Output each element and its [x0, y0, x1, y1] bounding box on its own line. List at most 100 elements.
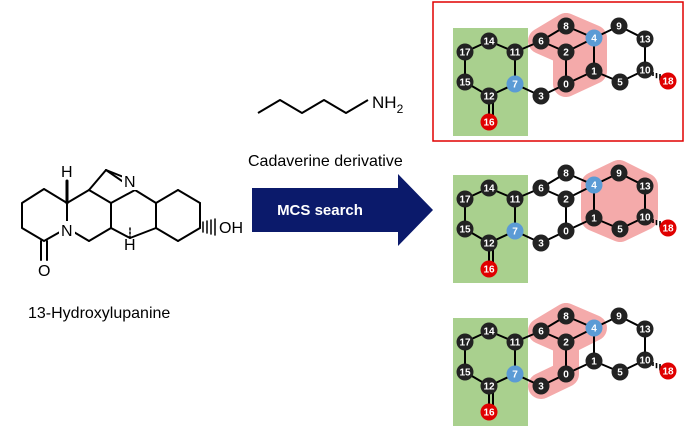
atom-node-15 — [456, 73, 474, 91]
atom-node-16 — [480, 260, 498, 278]
atom-label-3: 3 — [538, 382, 544, 393]
atom-label-13: 13 — [639, 325, 651, 336]
atom-node-18 — [659, 219, 677, 237]
atom-node-3 — [532, 87, 550, 105]
bond-ab — [66, 189, 90, 204]
atom-label-1: 1 — [591, 214, 597, 225]
n-label-right: N — [124, 174, 136, 191]
atom-node-11 — [506, 190, 524, 208]
atom-node-2 — [557, 43, 575, 61]
atom-label-15: 15 — [459, 368, 471, 379]
bond-c5 — [129, 227, 157, 239]
bond-d1 — [155, 189, 179, 204]
atom-node-10 — [636, 351, 654, 369]
atom-label-12: 12 — [483, 92, 495, 103]
atom-node-12 — [480, 377, 498, 395]
atom-node-13 — [636, 320, 654, 338]
atom-node-2 — [557, 190, 575, 208]
o-label: O — [38, 263, 50, 280]
atom-label-3: 3 — [538, 239, 544, 250]
atom-label-13: 13 — [639, 182, 651, 193]
atom-label-7: 7 — [512, 227, 518, 238]
atom-node-11 — [506, 333, 524, 351]
atom-node-2 — [557, 333, 575, 351]
atom-label-12: 12 — [483, 382, 495, 393]
atom-label-7: 7 — [512, 370, 518, 381]
atom-label-14: 14 — [483, 327, 495, 338]
nh2-label: NH2 — [372, 93, 404, 116]
atom-node-3 — [532, 234, 550, 252]
atom-label-4: 4 — [591, 34, 597, 45]
atom-node-7 — [506, 75, 524, 93]
h-label-bottom: H — [124, 237, 136, 254]
atom-label-17: 17 — [459, 48, 471, 59]
atom-node-1 — [585, 62, 603, 80]
atom-node-17 — [456, 190, 474, 208]
n-label-left: N — [61, 223, 73, 240]
atom-label-2: 2 — [563, 195, 569, 206]
atom-label-9: 9 — [616, 312, 622, 323]
bond-b1 — [88, 189, 112, 204]
bond-c2 — [110, 227, 131, 239]
atom-node-4 — [585, 319, 603, 337]
oh-label: OH — [219, 220, 243, 237]
mcs-arrow: MCS search — [252, 174, 433, 246]
atom-node-18 — [659, 72, 677, 90]
atom-node-9 — [610, 164, 628, 182]
atom-label-16: 16 — [483, 118, 495, 129]
atom-label-16: 16 — [483, 408, 495, 419]
atom-label-5: 5 — [617, 368, 623, 379]
atom-label-8: 8 — [563, 312, 569, 323]
atom-label-1: 1 — [591, 67, 597, 78]
atom-node-12 — [480, 234, 498, 252]
atom-node-9 — [610, 307, 628, 325]
atom-node-6 — [532, 32, 550, 50]
atom-node-4 — [585, 176, 603, 194]
atom-label-11: 11 — [510, 195, 521, 206]
atom-label-6: 6 — [538, 184, 544, 195]
atom-label-3: 3 — [538, 92, 544, 103]
bond-c4 — [134, 189, 157, 204]
atom-label-6: 6 — [538, 327, 544, 338]
atom-label-5: 5 — [617, 225, 623, 236]
atom-node-12 — [480, 87, 498, 105]
atom-label-2: 2 — [563, 48, 569, 59]
atom-label-16: 16 — [483, 265, 495, 276]
atom-label-7: 7 — [512, 80, 518, 91]
bond-b3 — [88, 227, 112, 242]
atom-node-17 — [456, 43, 474, 61]
atom-node-13 — [636, 30, 654, 48]
selected-result-box — [432, 1, 684, 142]
hashed-oh-bond — [202, 218, 216, 236]
h-label-top: H — [61, 164, 73, 181]
atom-node-10 — [636, 61, 654, 79]
atom-node-0 — [557, 75, 575, 93]
atom-label-8: 8 — [563, 22, 569, 33]
atom-node-5 — [611, 220, 629, 238]
atom-node-16 — [480, 403, 498, 421]
bond-bridge-a — [88, 169, 107, 191]
atom-node-16 — [480, 113, 498, 131]
atom-node-3 — [532, 377, 550, 395]
atom-node-14 — [480, 322, 498, 340]
atom-label-4: 4 — [591, 324, 597, 335]
atom-node-0 — [557, 222, 575, 240]
atom-node-13 — [636, 177, 654, 195]
atom-label-5: 5 — [617, 78, 623, 89]
atom-node-5 — [611, 363, 629, 381]
bond-c1 — [110, 189, 136, 204]
bond-d2 — [177, 189, 201, 204]
atom-node-8 — [557, 17, 575, 35]
atom-label-18: 18 — [662, 367, 674, 378]
atom-label-6: 6 — [538, 37, 544, 48]
atom-label-0: 0 — [563, 370, 569, 381]
atom-label-18: 18 — [662, 224, 674, 235]
bond-d4 — [177, 227, 201, 242]
atom-node-0 — [557, 365, 575, 383]
atom-node-15 — [456, 363, 474, 381]
n-label-bg — [122, 172, 138, 190]
